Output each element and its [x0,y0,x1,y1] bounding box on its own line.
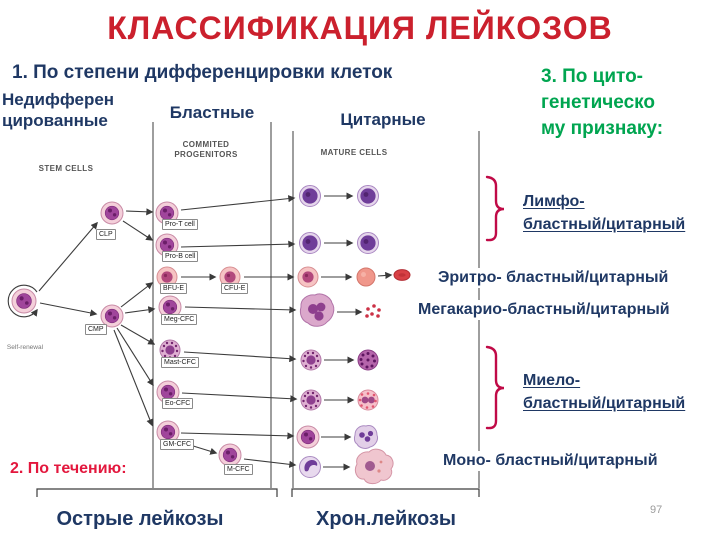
column-label-undifferentiated-line2: цированные [2,111,108,130]
macrophage-cell [354,448,394,485]
node-label-cmp: CMP [85,324,107,335]
erythroblast-cell [297,266,319,288]
monocyte-cell [299,456,321,478]
label-myelo-line2: бластный/цитарный [521,394,688,414]
myelo-brace [485,345,505,430]
heading-cytogenetic-line3: му признаку: [541,118,664,139]
t-lymphoblast-cell [299,185,321,207]
label-myelo-line1: Миело- [521,371,583,391]
self-renewal-label: Self-renewal [6,344,44,351]
label-lympho-line2: бластный/цитарный [521,215,688,235]
heading-cytogenetic-line2: генетическо [541,92,656,113]
node-label-m-cfc: M-CFC [224,464,253,475]
node-label-clp: CLP [96,229,116,240]
node-label-gm-cfc: GM-CFC [160,439,194,450]
megakaryocyte-cell [299,293,335,327]
node-label-mast-cfc: Mast-CFC [161,357,199,368]
node-label-meg-cfc: Meg-CFC [161,314,198,325]
platelets [365,304,381,318]
node-label-pro-t: Pro-T cell [162,219,198,230]
page-number: 97 [650,504,663,516]
m-cfc-cell [218,443,242,467]
heading-course: 2. По течению: [10,460,127,477]
heading-differentiation: 1. По степени дифференцировки клеток [12,62,393,83]
column-label-cytic: Цитарные [340,110,426,129]
label-lympho-line1: Лимфо- [521,192,587,212]
acute-bracket [36,488,278,497]
page-title: КЛАССИФИКАЦИЯ ЛЕЙКОЗОВ [107,10,613,46]
mast-cell [357,349,379,371]
myeloblast-cell [296,425,320,449]
stem-cell [11,288,37,314]
mast-blast-cell [300,349,322,371]
chronic-bracket [291,488,480,497]
node-label-bfu-e: BFU-E [160,283,187,294]
label-erythro: Эритро- бластный/цитарный [436,268,671,288]
lympho-brace [485,175,505,242]
self-renewal-loop-arrow [7,284,38,318]
clp-cell [100,201,124,225]
diagram-header-progenitors-line1: COMMITED [182,140,230,149]
diagram-header-stem-cells: STEM CELLS [38,164,94,173]
label-megakaryo: Мегакарио-бластный/цитарный [416,300,672,320]
b-lymphoblast-cell [299,232,321,254]
heading-cytogenetic-line1: 3. По цито- [541,66,644,87]
node-label-cfu-e: CFU-E [221,283,249,294]
node-label-pro-b: Pro-B cell [162,251,199,262]
eosinophil-blast-cell [300,389,322,411]
label-acute-leukemias: Острые лейкозы [56,508,224,530]
cytogenetic-braces [485,175,505,430]
cells [11,185,411,485]
diagram-header-progenitors-line2: PROGENITORS [174,150,238,159]
t-lymphocyte-cell [357,185,379,207]
column-label-undifferentiated-line1: Недифферен [2,90,115,109]
erythrocyte-cell [393,269,411,281]
neutrophil-cell [353,425,379,449]
reticulocyte-cell [356,267,376,287]
eosinophil-cell [357,389,379,411]
b-lymphocyte-cell [357,232,379,254]
lineage-arrows [7,192,393,471]
label-mono: Моно- бластный/цитарный [441,451,660,471]
column-label-blast: Бластные [169,103,255,122]
diagram-header-mature-cells: MATURE CELLS [320,148,388,157]
label-chronic-leukemias: Хрон.лейкозы [316,508,456,530]
node-label-eo-cfc: Eo-CFC [162,398,194,409]
